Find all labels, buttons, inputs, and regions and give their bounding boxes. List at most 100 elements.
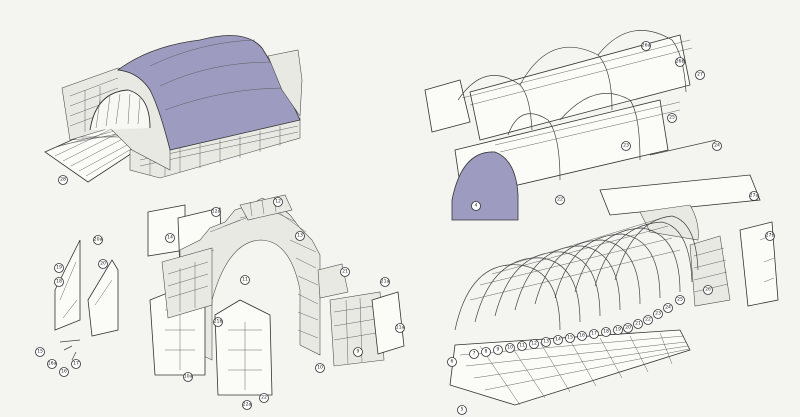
svg-text:17: 17: [73, 361, 79, 367]
callout: 11: [240, 275, 250, 285]
callout: 23: [621, 141, 631, 151]
rib-arch-4: [507, 113, 561, 181]
exploded-wall-view: 20a 20 19 18 15 16a 16 17 12 12a 13 14 1…: [35, 194, 405, 410]
svg-text:13: 13: [297, 233, 303, 239]
svg-text:21: 21: [635, 321, 641, 327]
end-brick-wall: [689, 235, 731, 307]
svg-text:9: 9: [357, 349, 360, 355]
svg-text:11: 11: [519, 343, 525, 349]
exploded-vault-top-view: 27 26b 26a 25 24 23 22 4: [424, 30, 722, 221]
frame-20a: [54, 239, 81, 331]
callout: 14: [165, 233, 175, 243]
svg-text:17: 17: [591, 331, 597, 337]
svg-text:28: 28: [60, 177, 66, 183]
callout: 16a: [47, 359, 57, 369]
svg-text:26b: 26b: [676, 59, 685, 65]
svg-text:22: 22: [645, 317, 651, 323]
svg-text:22: 22: [261, 395, 267, 401]
long-wall: [599, 174, 761, 216]
callout: 24: [663, 303, 673, 313]
svg-text:23: 23: [655, 311, 661, 317]
callout: 5: [457, 405, 467, 415]
svg-text:13: 13: [543, 339, 549, 345]
callout: 12: [529, 339, 539, 349]
assembled-vault-view: 28: [44, 35, 303, 185]
svg-text:14: 14: [555, 337, 561, 343]
callout: 25: [667, 113, 677, 123]
rib-arch-3: [597, 30, 687, 93]
rod: [649, 139, 717, 156]
callout: 14: [553, 335, 563, 345]
svg-text:15: 15: [37, 349, 43, 355]
callout: 18: [54, 277, 64, 287]
svg-text:23: 23: [623, 143, 629, 149]
callout: 20: [623, 323, 633, 333]
callout: 20a: [93, 235, 103, 245]
svg-text:27b: 27b: [766, 233, 775, 239]
callout: 15: [565, 333, 575, 343]
svg-text:20: 20: [625, 325, 631, 331]
callout: 22: [555, 195, 565, 205]
svg-text:5: 5: [461, 407, 464, 413]
svg-text:25: 25: [677, 297, 683, 303]
callout: 19: [613, 325, 623, 335]
callout: 21b: [213, 317, 223, 327]
callout: 9: [353, 347, 363, 357]
callout: 13: [541, 337, 551, 347]
callout: 8: [481, 347, 491, 357]
end-panel: [371, 291, 405, 355]
callout: 12a: [211, 207, 221, 217]
svg-text:16: 16: [61, 369, 67, 375]
callout: 27: [695, 70, 705, 80]
svg-text:10: 10: [317, 365, 323, 371]
svg-text:16: 16: [579, 333, 585, 339]
svg-text:6: 6: [451, 359, 454, 365]
svg-text:19: 19: [56, 265, 62, 271]
svg-text:24: 24: [665, 305, 671, 311]
callout: 26a: [641, 41, 651, 51]
svg-text:21b: 21b: [214, 319, 223, 325]
callout: 13: [295, 231, 305, 241]
right-buttress: [267, 49, 303, 117]
svg-text:25: 25: [669, 115, 675, 121]
callout: 10: [315, 363, 325, 373]
svg-text:21a: 21a: [381, 279, 390, 285]
callout: 24: [712, 141, 722, 151]
svg-text:22: 22: [557, 197, 563, 203]
svg-text:12a: 12a: [212, 209, 221, 215]
svg-text:20: 20: [100, 261, 106, 267]
callout: 27b: [765, 231, 775, 241]
callout: 11a: [395, 323, 405, 333]
svg-text:26: 26: [705, 287, 711, 293]
callout: 20: [98, 259, 108, 269]
callout: 26: [703, 285, 713, 295]
callout: 22: [259, 393, 269, 403]
arch-opening: [89, 89, 151, 131]
callout: 10: [505, 343, 515, 353]
callout: 12: [273, 197, 283, 207]
frame-20: [87, 259, 119, 337]
callout: 17: [71, 359, 81, 369]
rib-arch-2: [519, 46, 613, 111]
svg-text:18: 18: [603, 329, 609, 335]
svg-text:19: 19: [615, 327, 621, 333]
callout: 10a: [183, 372, 193, 382]
callout: 21: [340, 267, 350, 277]
shaded-arch-end: [451, 151, 519, 221]
svg-text:27: 27: [697, 72, 703, 78]
svg-text:8: 8: [485, 349, 488, 355]
svg-text:9: 9: [497, 347, 500, 353]
svg-text:10: 10: [507, 345, 513, 351]
callout: 21a: [380, 277, 390, 287]
svg-text:27a: 27a: [750, 193, 759, 199]
callout: 26b: [675, 57, 685, 67]
rear-wall: [424, 79, 471, 133]
svg-text:15: 15: [567, 335, 573, 341]
svg-text:24: 24: [714, 143, 720, 149]
callout: 16: [577, 331, 587, 341]
callout: 11: [517, 341, 527, 351]
callout: 22: [643, 315, 653, 325]
callout: 15: [35, 347, 45, 357]
svg-text:18: 18: [56, 279, 62, 285]
tunnel-ribs: [454, 215, 699, 331]
